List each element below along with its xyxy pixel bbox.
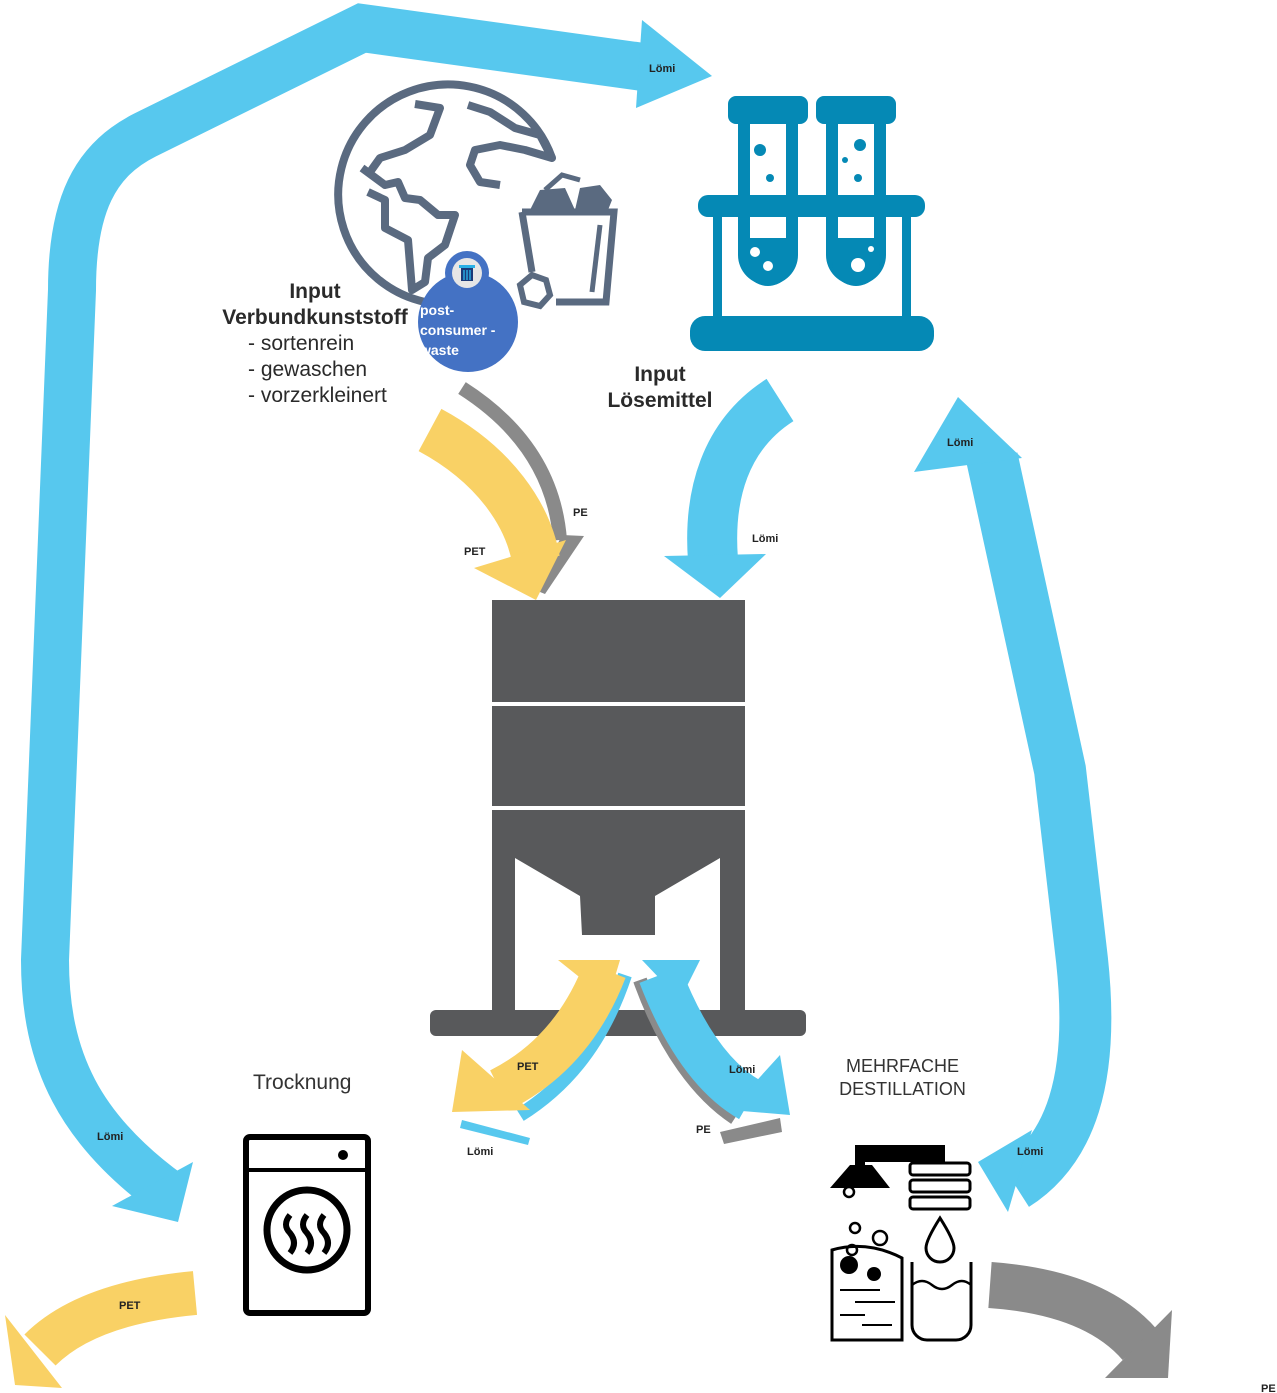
test-tubes-icon (690, 96, 934, 351)
pet-output-arrow (5, 1271, 198, 1388)
arrow-label: PET (119, 1300, 141, 1312)
arrow-label: PET (464, 546, 486, 558)
arrow-label: Lömi (947, 437, 974, 449)
globe-icon (334, 80, 556, 306)
arrow-label: Lömi (729, 1064, 756, 1076)
post-consumer-waste-label: post-consumer -waste (420, 302, 496, 358)
property-item: - gewaschen (248, 358, 368, 381)
tank-output-right-arrow (633, 960, 790, 1144)
plastic-input-properties: - sortenrein - gewaschen - vorzerkleiner… (248, 331, 387, 409)
solvent-loop-right-arrow (914, 397, 1112, 1212)
solvent-loop-left-arrow (20, 3, 712, 1222)
arrow-label: PE (573, 507, 588, 519)
property-item: - vorzerkleinert (248, 384, 387, 407)
pe-output-arrow (988, 1262, 1172, 1378)
dissolution-tank (430, 600, 806, 1036)
arrow-label: Lömi (1017, 1146, 1044, 1158)
arrow-label: PE (696, 1124, 711, 1136)
waste-bin-icon (516, 172, 618, 310)
post-consumer-waste-badge (418, 251, 518, 372)
arrow-label: Lömi (752, 533, 779, 545)
plastic-input-arrow (418, 382, 584, 600)
dryer-icon (243, 1134, 371, 1316)
tank-output-left-arrow (452, 960, 632, 1145)
arrow-label: PE (1261, 1383, 1276, 1393)
drying-label: Trocknung (253, 1071, 352, 1094)
arrow-label: Lömi (467, 1146, 494, 1158)
trash-icon (459, 265, 475, 281)
property-item: - sortenrein (248, 332, 355, 355)
arrow-label: PET (517, 1061, 539, 1073)
arrow-label: Lömi (649, 63, 676, 75)
solvent-input-arrow (664, 378, 795, 598)
arrow-label: Lömi (97, 1131, 124, 1143)
distillation-icon (830, 1145, 973, 1342)
